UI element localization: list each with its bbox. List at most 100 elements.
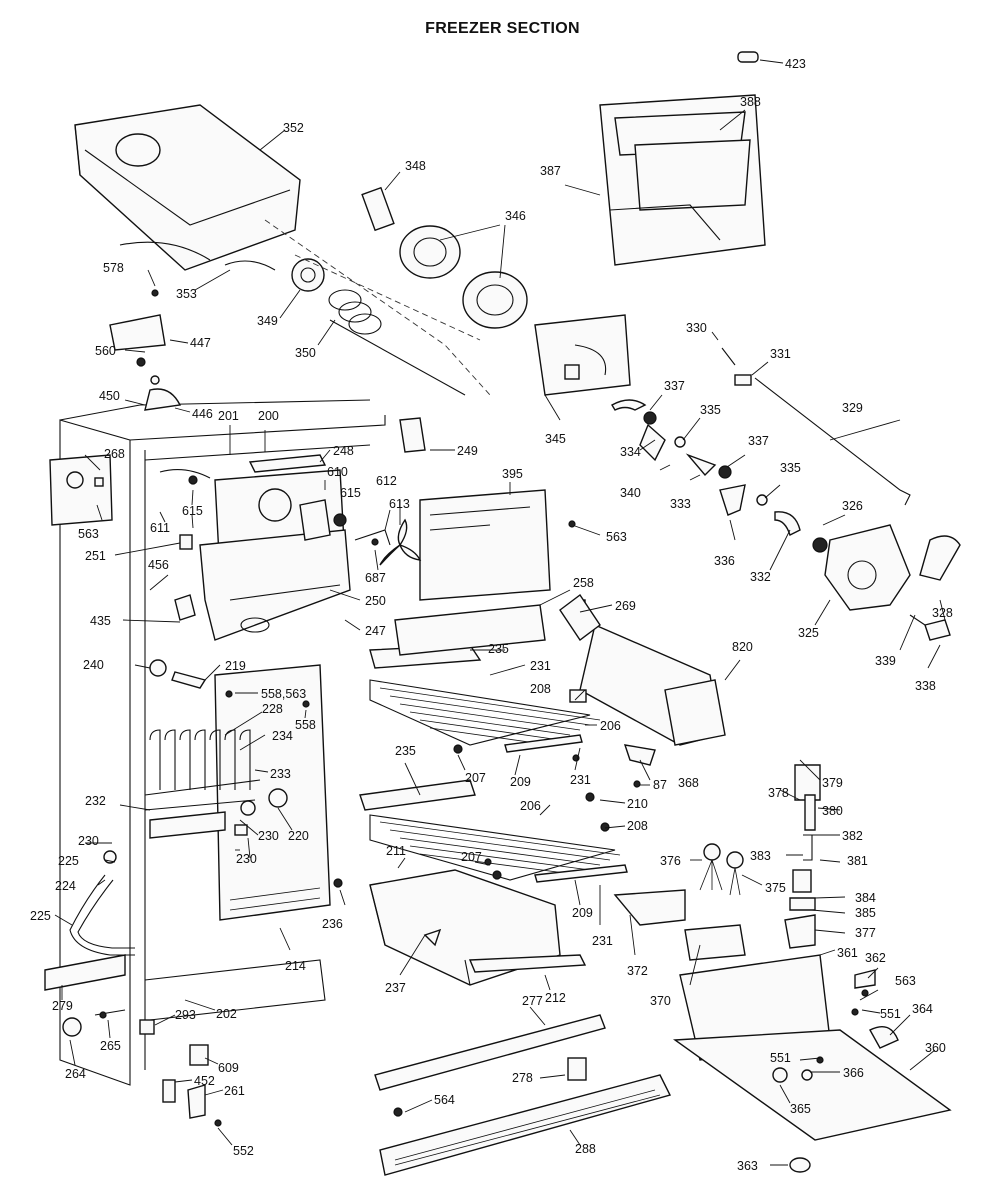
callout-349: 349 <box>257 314 278 328</box>
left-side-components <box>49 314 207 689</box>
callout-335-b: 335 <box>780 461 801 475</box>
callout-375: 375 <box>765 881 786 895</box>
callout-376: 376 <box>660 854 681 868</box>
callout-237: 237 <box>385 981 406 995</box>
callout-240: 240 <box>83 658 104 672</box>
callout-382: 382 <box>842 829 863 843</box>
callout-251: 251 <box>85 549 106 563</box>
callout-563-c: 563 <box>895 974 916 988</box>
callout-209-b: 209 <box>572 906 593 920</box>
callout-610: 610 <box>327 465 348 479</box>
callout-578: 578 <box>103 261 124 275</box>
dispenser-housing <box>599 94 766 266</box>
callout-380: 380 <box>822 804 843 818</box>
front-rail <box>374 1014 606 1091</box>
callout-225-a: 225 <box>58 854 79 868</box>
callout-423: 423 <box>785 57 806 71</box>
ice-maker <box>569 599 726 766</box>
callout-435: 435 <box>90 614 111 628</box>
callout-234: 234 <box>272 729 293 743</box>
callout-333: 333 <box>670 497 691 511</box>
callout-615-b: 615 <box>182 504 203 518</box>
callout-329: 329 <box>842 401 863 415</box>
callout-365: 365 <box>790 1102 811 1116</box>
callout-230-a: 230 <box>258 829 279 843</box>
callout-328: 328 <box>932 606 953 620</box>
callout-450: 450 <box>99 389 120 403</box>
callout-211: 211 <box>386 844 406 858</box>
callout-230-b: 230 <box>236 852 257 866</box>
callout-200: 200 <box>258 409 279 423</box>
cabinet-frame <box>59 399 386 1086</box>
callout-558-563: 558,563 <box>261 687 306 701</box>
callout-288: 288 <box>575 1142 596 1156</box>
callout-563-b: 563 <box>606 530 627 544</box>
callout-220: 220 <box>288 829 309 843</box>
machine-base <box>672 954 952 1173</box>
callout-325: 325 <box>798 626 819 640</box>
callout-687: 687 <box>365 571 386 585</box>
leader-lines <box>54 59 946 1166</box>
callout-236: 236 <box>322 917 343 931</box>
callout-208-a: 208 <box>530 682 551 696</box>
callout-345: 345 <box>545 432 566 446</box>
callout-247: 247 <box>365 624 386 638</box>
callout-labels: 423 388 387 352 348 346 578 353 349 447 … <box>30 57 953 1173</box>
callout-350: 350 <box>295 346 316 360</box>
callout-552: 552 <box>233 1144 254 1158</box>
callout-206-a: 206 <box>600 719 621 733</box>
callout-337-b: 337 <box>748 434 769 448</box>
auger-assembly <box>224 186 528 396</box>
callout-233: 233 <box>270 767 291 781</box>
callout-339: 339 <box>875 654 896 668</box>
callout-269: 269 <box>615 599 636 613</box>
callout-248: 248 <box>333 444 354 458</box>
callout-558: 558 <box>295 718 316 732</box>
wire-shelf-upper <box>369 644 601 753</box>
wire-shelf-lower <box>359 779 628 883</box>
linkage-parts <box>611 347 911 536</box>
callout-230-c: 230 <box>78 834 99 848</box>
callout-232: 232 <box>85 794 106 808</box>
callout-219: 219 <box>225 659 246 673</box>
callout-331: 331 <box>770 347 791 361</box>
callout-346: 346 <box>505 209 526 223</box>
callout-613: 613 <box>389 497 410 511</box>
callout-563-a: 563 <box>78 527 99 541</box>
callout-293: 293 <box>175 1008 196 1022</box>
callout-337-a: 337 <box>664 379 685 393</box>
callout-370: 370 <box>650 994 671 1008</box>
callout-551-a: 551 <box>880 1007 901 1021</box>
callout-352: 352 <box>283 121 304 135</box>
callout-447: 447 <box>190 336 211 350</box>
callout-208-b: 208 <box>627 819 648 833</box>
motor-mount-plate <box>534 314 631 396</box>
callout-446: 446 <box>192 407 213 421</box>
callout-207-b: 207 <box>461 850 482 864</box>
callout-353: 353 <box>176 287 197 301</box>
callout-335-a: 335 <box>700 403 721 417</box>
auger-motor <box>812 524 961 641</box>
callout-379: 379 <box>822 776 843 790</box>
callout-385: 385 <box>855 906 876 920</box>
callout-362: 362 <box>865 951 886 965</box>
callout-368: 368 <box>678 776 699 790</box>
callout-564: 564 <box>434 1093 455 1107</box>
callout-388: 388 <box>740 95 761 109</box>
callout-279: 279 <box>52 999 73 1013</box>
callout-361: 361 <box>837 946 858 960</box>
callout-228: 228 <box>262 702 283 716</box>
callout-363: 363 <box>737 1159 758 1173</box>
freezer-basket <box>369 869 587 986</box>
callout-336: 336 <box>714 554 735 568</box>
callout-209-a: 209 <box>510 775 531 789</box>
fan-shroud <box>159 417 426 641</box>
callout-330: 330 <box>686 321 707 335</box>
callout-235-a: 235 <box>488 642 509 656</box>
ice-bucket <box>74 104 301 271</box>
callout-551-b: 551 <box>770 1051 791 1065</box>
callout-820: 820 <box>732 640 753 654</box>
callout-210: 210 <box>627 797 648 811</box>
callout-340: 340 <box>620 486 641 500</box>
